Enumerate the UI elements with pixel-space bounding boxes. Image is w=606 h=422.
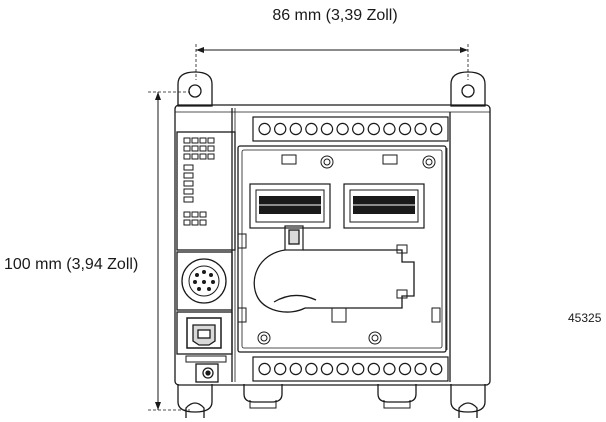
terminal-screw [398, 122, 412, 136]
terminal-screw [352, 122, 365, 136]
status-led-grid [183, 137, 215, 160]
terminal-screw [320, 362, 334, 376]
terminal-screw [383, 362, 396, 376]
top-terminal-block [252, 116, 449, 142]
terminal-screw [305, 122, 318, 136]
right-end-section [446, 112, 451, 382]
terminal-screw [320, 122, 334, 136]
mounting-tabs [177, 71, 486, 418]
status-led-block [183, 211, 207, 226]
terminal-screw [430, 362, 443, 376]
terminal-screw [336, 362, 349, 376]
cover-latch [253, 225, 415, 313]
terminal-screw [367, 362, 380, 376]
terminal-screw [289, 362, 302, 376]
din-rail-feet [243, 384, 417, 409]
terminal-screw [414, 362, 427, 376]
terminal-screw [258, 362, 271, 376]
status-led-column [183, 164, 194, 203]
terminal-screw [289, 122, 302, 136]
width-dimension-line [195, 44, 469, 80]
terminal-screw [274, 122, 287, 136]
terminal-screw [383, 122, 396, 136]
serial-port-icon [181, 258, 227, 304]
terminal-screw [336, 122, 349, 136]
height-dimension-label: 100 mm (3,94 Zoll) [4, 256, 139, 273]
terminal-screw [414, 122, 427, 136]
plugin-connector-right [343, 183, 425, 229]
terminal-screw [274, 362, 287, 376]
terminal-screw [430, 122, 443, 136]
plugin-connector-left [249, 183, 331, 229]
width-dimension-label: 86 mm (3,39 Zoll) [272, 7, 398, 24]
plugin-bay [237, 145, 447, 353]
left-module [176, 108, 236, 383]
usb-port-frame [176, 311, 233, 355]
screws [257, 155, 436, 345]
terminal-screw [398, 362, 412, 376]
terminal-screw [367, 122, 380, 136]
serial-port-frame [176, 251, 233, 311]
power-jack-icon [195, 363, 219, 383]
usb-port-icon [186, 317, 222, 349]
terminal-screw [305, 362, 318, 376]
terminal-screw [352, 362, 365, 376]
terminal-screw [258, 122, 271, 136]
bottom-terminal-block [252, 356, 449, 382]
controller-housing [174, 104, 491, 386]
figure-number: 45325 [568, 311, 602, 325]
